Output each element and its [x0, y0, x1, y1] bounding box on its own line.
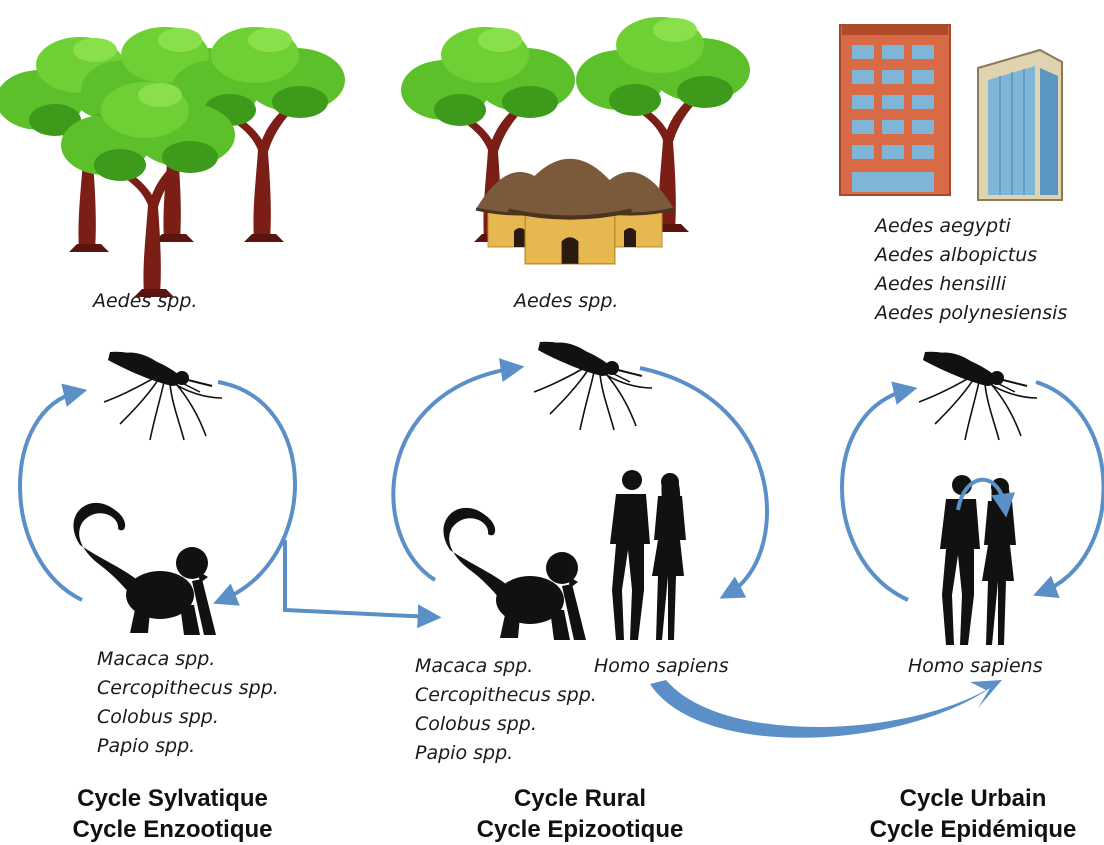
rural-cycle-title: Cycle Rural Cycle Epizootique — [440, 783, 720, 845]
rural-cycle-arrows — [391, 358, 770, 599]
arrow-mosquito-to-monkey — [213, 380, 297, 606]
vector-name: Aedes albopictus — [875, 244, 1038, 266]
building-icon — [839, 24, 951, 196]
arrow-mosquito-to-humans — [639, 366, 770, 599]
cycle-title-line-1: Cycle Rural — [513, 785, 647, 812]
urban-human-label: Homo sapiens — [908, 655, 1043, 677]
cycle-title-line-2: Cycle Epizootique — [476, 816, 684, 843]
mosquito-icon — [533, 337, 653, 431]
arrow-mosquito-to-humans — [1033, 380, 1104, 598]
arrow-monkey-to-mosquito — [18, 383, 88, 602]
monkey-icon — [73, 502, 216, 635]
host-name: Cercopithecus spp. — [97, 677, 279, 699]
building-icon — [977, 48, 1063, 201]
sylvatic-cycle-title: Cycle Sylvatique Cycle Enzootique — [40, 783, 305, 845]
human-couple-icon — [610, 470, 686, 640]
vector-name: Aedes polynesiensis — [875, 302, 1068, 324]
rural-host-list: Macaca spp. Cercopithecus spp. Colobus s… — [415, 652, 597, 768]
host-name: Cercopithecus spp. — [415, 684, 597, 706]
host-name: Papio spp. — [97, 735, 196, 757]
sylvatic-host-list: Macaca spp. Cercopithecus spp. Colobus s… — [97, 645, 279, 761]
sylvatic-cycle-arrows — [18, 380, 442, 629]
rural-human-label: Homo sapiens — [594, 655, 729, 677]
host-name: Papio spp. — [415, 742, 514, 764]
arrow-monkey-to-mosquito — [391, 358, 525, 582]
sylvatic-vector-label: Aedes spp. — [93, 287, 197, 316]
mosquito-icon — [103, 347, 223, 441]
vector-name: Aedes spp. — [514, 290, 619, 312]
host-name: Colobus spp. — [97, 706, 219, 728]
host-name: Macaca spp. — [97, 648, 216, 670]
arrow-humans-to-mosquito — [840, 381, 918, 602]
vector-name: Aedes hensilli — [875, 273, 1007, 295]
host-name: Colobus spp. — [415, 713, 537, 735]
host-name: Macaca spp. — [415, 655, 534, 677]
vector-name: Aedes aegypti — [875, 215, 1011, 237]
rural-vector-label: Aedes spp. — [514, 287, 618, 316]
cycle-title-line-1: Cycle Sylvatique — [77, 785, 268, 812]
monkey-icon — [443, 507, 586, 640]
mosquito-icon — [918, 347, 1038, 441]
cycle-title-line-2: Cycle Epidémique — [869, 816, 1077, 843]
urban-cycle-arrows — [840, 380, 1104, 602]
urban-vector-list: Aedes aegypti Aedes albopictus Aedes hen… — [875, 212, 1067, 328]
vector-name: Aedes spp. — [93, 290, 198, 312]
arrow-human-to-human — [956, 477, 1016, 518]
urban-cycle-title: Cycle Urbain Cycle Epidémique — [848, 783, 1098, 845]
arrow-rural-to-urban — [650, 680, 1002, 738]
cycle-title-line-1: Cycle Urbain — [899, 785, 1047, 812]
arrow-sylvatic-to-rural — [283, 540, 442, 629]
cycle-title-line-2: Cycle Enzootique — [72, 816, 273, 843]
